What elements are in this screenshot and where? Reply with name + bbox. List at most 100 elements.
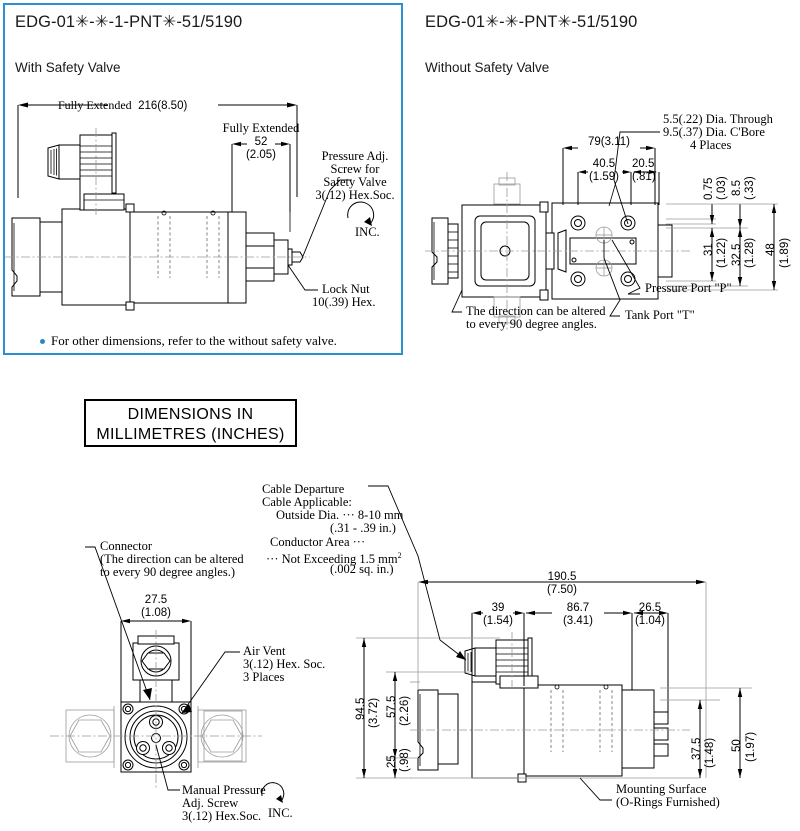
dim-label-57-5-inch: (2.26) xyxy=(399,695,411,726)
with-safety-valve-title: EDG-01✳-✳-1-PNT✳-51/5190 xyxy=(15,13,243,31)
dim-label-25: 25 xyxy=(386,755,398,768)
units-note-line2: MILLIMETRES (INCHES) xyxy=(96,426,285,443)
dim-label-57-5: 57.5 xyxy=(386,695,398,718)
dim-line-57-5 xyxy=(386,671,470,759)
dim-label-20-5: 20.5 xyxy=(632,158,655,170)
dim-label-37-5-inch: (1.48) xyxy=(704,737,716,768)
dim-label-32-5-inch: (1.28) xyxy=(744,237,756,268)
callout-mounting-surface-line2: (O-Rings Furnished) xyxy=(616,795,720,809)
with-safety-valve-subtitle: With Safety Valve xyxy=(15,60,121,75)
callout-cable-line6: ··· Not Exceeding 1.5 mm2 xyxy=(266,549,402,567)
dim-label-fully-extended-216: Fully Extended 216(8.50) xyxy=(58,98,188,112)
callout-manual-pressure-line3: 3(.12) Hex.Soc. xyxy=(182,809,262,823)
dim-label-94-5-inch: (3.72) xyxy=(368,697,380,728)
inc-arrow-bottom-left xyxy=(261,782,285,803)
footnote-other-dimensions: For other dimensions, refer to the witho… xyxy=(40,333,337,349)
dim-line-94-5 xyxy=(356,637,500,779)
dim-label-79: 79(3.11) xyxy=(588,136,630,148)
callout-manual-pressure-line1: Manual Pressure xyxy=(182,783,266,797)
dim-label-50: 50 xyxy=(731,739,743,752)
dim-label-37-5: 37.5 xyxy=(691,737,703,760)
dim-label-86-7-inch: (3.41) xyxy=(562,615,594,627)
callout-cable-line3: Outside Dia. ··· 8-10 mm xyxy=(276,508,404,522)
leader-direction-altered xyxy=(451,289,463,313)
leader-mounting-surface xyxy=(579,777,612,801)
callout-pressure-port: Pressure Port "P" xyxy=(645,281,732,295)
dim-line-216 xyxy=(17,102,298,198)
leader-air-vent xyxy=(181,651,240,714)
dim-line-25 xyxy=(392,758,398,778)
leader-manual-pressure xyxy=(155,744,180,791)
callout-connector-line2: (The direction can be altered xyxy=(100,552,244,566)
dim-label-26-5-inch: (1.04) xyxy=(634,615,666,627)
callout-connector-line3: to every 90 degree angles.) xyxy=(100,565,236,579)
dim-label-48-inch: (1.89) xyxy=(779,237,791,268)
dim-label-0-75: 0.75 xyxy=(703,177,715,200)
dim-label-31: 31 xyxy=(703,243,715,256)
callout-mounting-surface-line1: Mounting Surface xyxy=(616,782,707,796)
callout-cable-line2: Cable Applicable: xyxy=(262,495,352,509)
callout-cable-line4: (.31 - .39 in.) xyxy=(330,521,396,535)
bullet-icon xyxy=(40,338,45,344)
dim-label-52-inch: (2.05) xyxy=(245,149,277,161)
dim-label-52: 52 xyxy=(254,136,268,148)
label-inc-top-left: INC. xyxy=(355,225,380,239)
units-note-box: DIMENSIONS IN MILLIMETRES (INCHES) xyxy=(84,399,297,447)
dim-label-26-5: 26.5 xyxy=(638,602,662,614)
dim-label-20-5-inch: (.81) xyxy=(632,171,656,183)
dim-line-48 xyxy=(666,203,778,291)
callout-direction-altered-line1: The direction can be altered xyxy=(466,304,606,318)
without-safety-valve-subtitle: Without Safety Valve xyxy=(425,60,550,75)
dim-line-50 xyxy=(660,687,752,778)
callout-air-vent-line3: 3 Places xyxy=(243,670,285,684)
dim-label-40-5: 40.5 xyxy=(592,158,616,170)
ext-bore xyxy=(608,181,617,207)
dim-label-190-5: 190.5 xyxy=(547,571,577,583)
callout-bore-line1: 5.5(.22) Dia. Through xyxy=(663,112,773,126)
dim-label-190-5-inch: (7.50) xyxy=(546,584,578,596)
callout-cable-line6-text: ··· Not Exceeding 1.5 mm xyxy=(266,552,398,567)
callout-bore-line3: 4 Places xyxy=(690,138,732,152)
dim-line-0-75 xyxy=(666,204,716,225)
without-safety-valve-title: EDG-01✳-✳-PNT✳-51/5190 xyxy=(425,13,638,31)
dim-label-31-inch: (1.22) xyxy=(716,237,728,268)
units-note-line1: DIMENSIONS IN xyxy=(127,406,254,423)
with-safety-valve-panel-border xyxy=(3,3,403,355)
dim-label-25-inch: (.98) xyxy=(399,748,411,772)
valve-end-view-bottom-left xyxy=(50,630,262,790)
dim-label-8-5: 8.5 xyxy=(731,180,743,196)
leader-cable-departure xyxy=(368,485,441,641)
callout-bore-line2: 9.5(.37) Dia. C'Bore xyxy=(663,125,765,139)
inc-arrow-top-left xyxy=(347,201,375,226)
leader-pressure-adj xyxy=(302,179,341,257)
dim-label-40-5-inch: (1.59) xyxy=(588,171,620,183)
callout-manual-pressure-line2: Adj. Screw xyxy=(182,796,239,810)
dim-label-fully-extended-52-caption: Fully Extended xyxy=(222,121,300,135)
leader-lock-nut xyxy=(287,264,318,291)
callout-air-vent-line2: 3(.12) Hex. Soc. xyxy=(243,657,326,671)
dim-line-27-5 xyxy=(120,618,192,702)
dim-label-86-7: 86.7 xyxy=(566,602,590,614)
dim-label-39-inch: (1.54) xyxy=(482,615,514,627)
valve-side-view-bottom-right xyxy=(410,632,700,783)
dim-label-27-5: 27.5 xyxy=(144,594,168,606)
callout-connector-line1: Connector xyxy=(100,539,153,553)
callout-air-vent-line1: Air Vent xyxy=(243,644,286,658)
dim-label-8-5-inch: (.33) xyxy=(744,176,756,200)
dim-label-39: 39 xyxy=(491,602,505,614)
dim-line-8-5 xyxy=(666,204,748,229)
dim-label-27-5-inch: (1.08) xyxy=(140,607,172,619)
valve-top-view-without-safety xyxy=(425,172,690,330)
callout-cable-line5: Conductor Area ··· xyxy=(270,535,366,549)
valve-side-view-with-safety xyxy=(5,128,310,311)
dim-line-31 xyxy=(666,228,716,282)
callout-cable-line7: (.002 sq. in.) xyxy=(330,562,394,576)
leader-connector xyxy=(85,546,151,701)
callout-direction-altered-line2: to every 90 degree angles. xyxy=(466,317,597,331)
leader-pressure-port xyxy=(611,239,641,295)
dim-line-26-5 xyxy=(631,610,669,712)
callout-cable-line6-sup: 2 xyxy=(397,551,402,560)
dim-line-20-5 xyxy=(630,170,660,205)
callout-pressure-adj-line2: Screw for xyxy=(330,162,380,176)
